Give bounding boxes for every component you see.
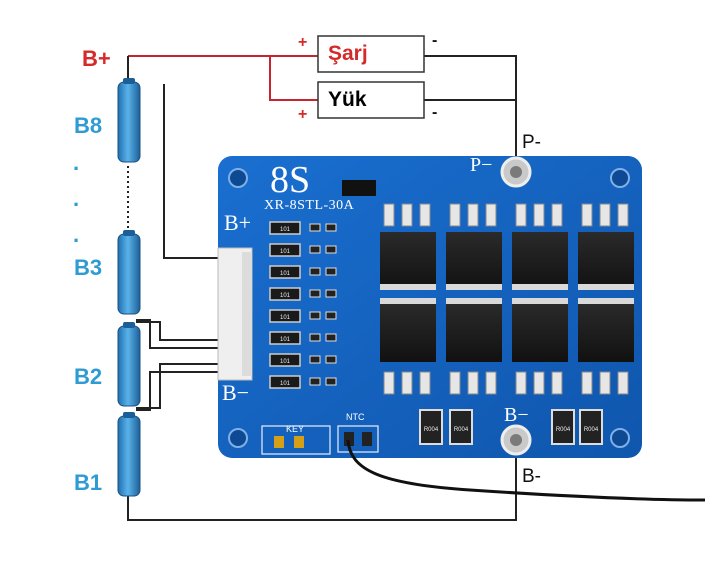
svg-text:101: 101 [280,227,291,233]
mosfet [446,298,502,362]
board-bplus-pin: B+ [224,210,252,235]
board-ntc-label: NTC [346,412,365,422]
balance-connector [217,247,253,381]
cell-stack [117,78,141,497]
smd-resistor: 101 [269,221,337,235]
board-key-label: KEY [286,424,305,434]
svg-text:101: 101 [280,337,291,343]
sense-resistor: R004 [551,409,575,445]
svg-text:R004: R004 [556,427,571,433]
ellipsis-dot-1: . [73,150,80,175]
mosfet [578,298,634,362]
svg-text:101: 101 [280,315,291,321]
charger-minus-sign: - [432,32,438,49]
svg-text:R004: R004 [584,427,599,433]
mosfet [446,232,502,290]
cell-label-b1: B1 [74,470,103,495]
ntc-wire [346,439,705,502]
charger-box [317,35,425,73]
b-minus-pad [500,424,532,456]
board-b-pad-label: B− [504,404,529,426]
sense-resistor: R004 [579,409,603,445]
svg-text:101: 101 [280,271,291,277]
ellipsis-dot-2: . [73,186,80,211]
mosfet [512,232,568,290]
svg-text:R004: R004 [454,427,469,433]
mosfet [380,298,436,362]
key-ntc-area [261,425,379,455]
smd-resistor: 101 [269,375,337,389]
ellipsis-dot-3: . [73,222,80,247]
svg-text:R004: R004 [424,427,439,433]
board-model-code: XR-8STL-30A [264,198,355,213]
svg-text:101: 101 [280,249,291,255]
smd-resistor: 101 [269,309,337,323]
svg-text:101: 101 [280,359,291,365]
sense-resistor: R004 [419,409,443,445]
cell-b8 [117,78,141,163]
load-box [317,81,425,119]
p-minus-label: P- [522,132,541,153]
mosfet [512,298,568,362]
board-model-big: 8S [270,159,311,201]
board-p-pad-label: P− [470,154,493,176]
load-plus-sign: + [298,106,308,123]
cell-b3 [117,230,141,315]
smd-resistor-column: 101 101 101 101 101 101 101 101 [269,221,337,389]
mosfet [578,232,634,290]
cell-label-b3: B3 [74,255,103,280]
smd-resistor: 101 [269,287,337,301]
smd-resistor: 101 [269,265,337,279]
bplus-terminal-label: B+ [82,46,111,71]
red-wires [128,55,318,101]
mosfet [380,232,436,290]
charger-label: Şarj [328,42,368,65]
smd-resistor: 101 [269,331,337,345]
b-minus-label: B- [522,466,541,487]
load-label: Yük [328,88,367,111]
load-minus-sign: - [432,104,438,121]
smd-resistor: 101 [269,353,337,367]
cell-label-b8: B8 [74,113,103,138]
charger-plus-sign: + [298,34,308,51]
smd-resistor: 101 [269,243,337,257]
black-wires [127,55,517,521]
board-bminus-pin: B− [222,380,250,405]
sense-resistor: R004 [449,409,473,445]
svg-text:101: 101 [280,293,291,299]
mosfet-array [380,203,634,395]
sense-resistors: R004 R004 R004 R004 [419,409,603,445]
p-minus-pad [500,156,532,188]
svg-text:101: 101 [280,381,291,387]
cell-b2 [117,322,141,407]
cell-b1 [117,412,141,497]
cell-label-b2: B2 [74,364,103,389]
